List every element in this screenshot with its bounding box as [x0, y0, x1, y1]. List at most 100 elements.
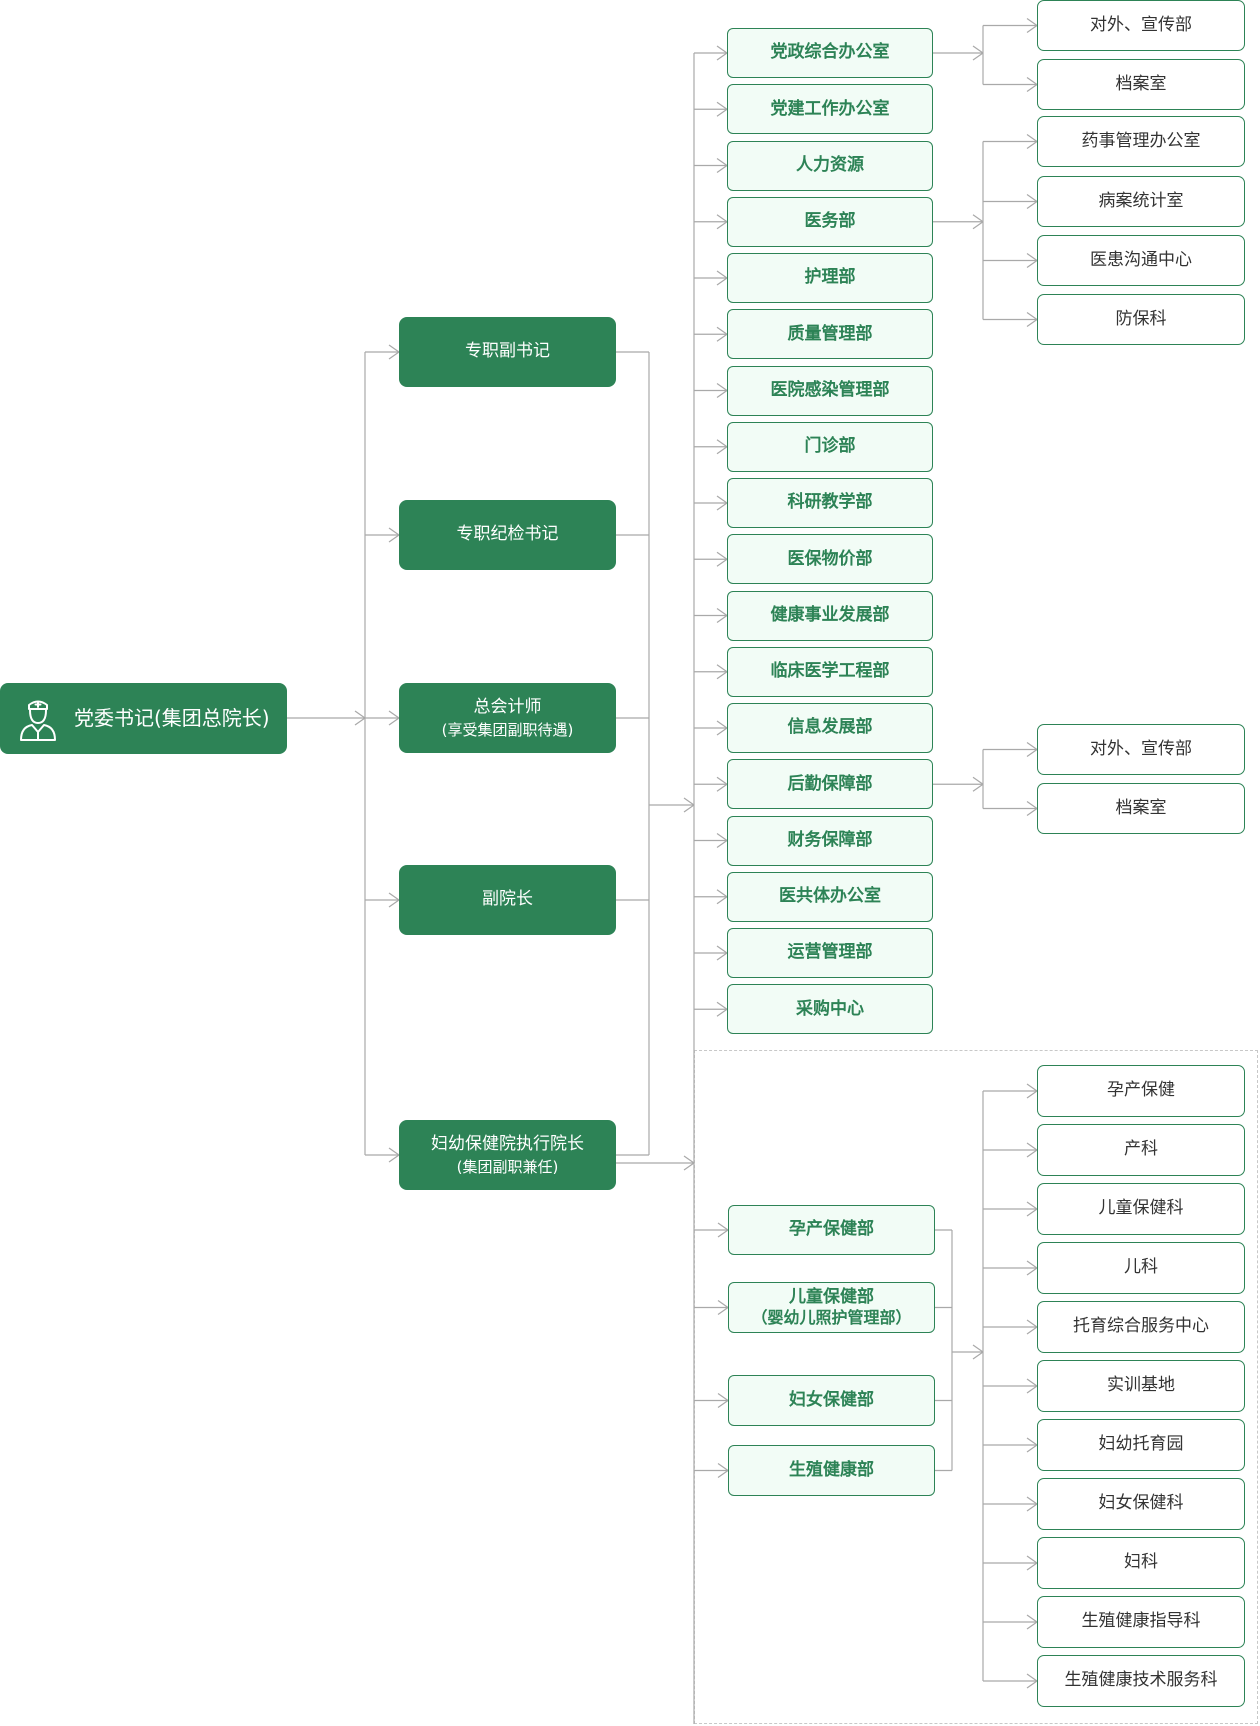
mch-unit-2-label: 产科 [1124, 1139, 1158, 1160]
mch-dept-node-3-label: 妇女保健部 [789, 1389, 874, 1410]
deputy-arrowhead [388, 1154, 400, 1163]
dept-node-16: 医共体办公室 [727, 871, 933, 922]
dept-node-9: 科研教学部 [727, 478, 933, 528]
mch-unit-arrowhead [1026, 1208, 1038, 1217]
mch-dept-arrowhead [717, 1229, 729, 1238]
mch-unit-arrowhead [1026, 1614, 1038, 1623]
dept-arrowhead [716, 833, 728, 841]
dept-node-5: 护理部 [727, 253, 933, 303]
mch-unit-3-label: 儿童保健科 [1098, 1198, 1184, 1219]
mch-dept-arrowhead [717, 1463, 729, 1471]
dept-arrowhead [716, 664, 728, 673]
dept-node-4: 医务部 [727, 196, 933, 247]
mch-unit-arrowhead [1026, 1673, 1038, 1682]
subunit-arrowhead [1026, 253, 1038, 261]
mch-unit-arrowhead [1026, 1503, 1038, 1512]
mch-unit-arrowhead [1026, 1149, 1038, 1158]
dept-node-8-label: 门诊部 [804, 436, 856, 457]
deputy-node-2: 专职纪检书记 [399, 500, 616, 570]
dept-feed-arrowhead [683, 797, 695, 806]
dept-arrowhead [716, 158, 728, 166]
mch-unit-11-label: 生殖健康技术服务科 [1064, 1670, 1218, 1691]
mch-unit-arrowhead [1026, 1562, 1038, 1571]
dept-node-1-label: 党政综合办公室 [770, 42, 890, 63]
dept-node-16-label: 医共体办公室 [779, 886, 881, 907]
subunit-feed-arrowhead [972, 45, 984, 54]
mch-unit-feed-arrowhead [972, 1344, 984, 1353]
mch-unit-arrowhead [1026, 1201, 1038, 1210]
deputy-arrowhead [388, 344, 400, 353]
deputy-arrowhead [388, 892, 400, 901]
mch-dept-arrowhead [717, 1307, 729, 1315]
subunit-arrowhead [1026, 319, 1038, 327]
dept-arrowhead [716, 889, 728, 898]
mch-unit-1-label: 孕产保健 [1107, 1080, 1175, 1101]
subunit-medical-1-label: 药事管理办公室 [1081, 130, 1201, 151]
dept-node-18: 采购中心 [727, 984, 933, 1035]
subunit-logistics-1-label: 对外、宣传部 [1090, 738, 1192, 759]
doctor-icon [18, 696, 58, 742]
subunit-arrowhead [1026, 749, 1038, 757]
subunit-logistics-1: 对外、宣传部 [1037, 724, 1245, 775]
mch-dept-arrowhead [717, 1300, 729, 1308]
mch-unit-8-label: 妇女保健科 [1098, 1493, 1184, 1514]
root-arrowhead [354, 710, 366, 719]
subunit-feed-arrowhead [972, 221, 984, 230]
root-arrowhead [354, 717, 366, 726]
mch-unit-arrowhead [1026, 1260, 1038, 1269]
root-node: 党委书记(集团总院长) [0, 683, 287, 754]
mch-unit-6-label: 实训基地 [1107, 1375, 1175, 1396]
dept-node-11: 健康事业发展部 [727, 590, 933, 641]
deputy-arrowhead [388, 534, 400, 543]
dept-arrowhead [716, 390, 728, 398]
dept-arrowhead [716, 52, 728, 61]
mch-unit-3: 儿童保健科 [1037, 1183, 1245, 1235]
mch-unit-9: 妇科 [1037, 1537, 1245, 1589]
dept-node-13-label: 信息发展部 [787, 717, 873, 738]
dept-node-18-label: 采购中心 [796, 998, 864, 1019]
dept-arrowhead [716, 326, 728, 335]
dept-arrowhead [716, 277, 728, 286]
deputy-arrowhead [388, 527, 400, 536]
deputy-arrowhead [388, 710, 400, 719]
dept-node-4-label: 医务部 [804, 211, 856, 232]
dept-arrowhead [716, 502, 728, 511]
dept-arrowhead [716, 45, 728, 54]
mch-unit-arrowhead [1026, 1319, 1038, 1328]
dept-arrowhead [716, 439, 728, 448]
dept-feed-arrowhead [683, 804, 695, 813]
dept-arrowhead [716, 214, 728, 223]
mch-dept-arrowhead [717, 1393, 729, 1401]
mch-unit-10: 生殖健康指导科 [1037, 1596, 1245, 1648]
mch-unit-arrowhead [1026, 1621, 1038, 1630]
deputy-arrowhead [388, 899, 400, 908]
mch-unit-arrowhead [1026, 1267, 1038, 1276]
dept-node-14: 后勤保障部 [727, 759, 933, 810]
subunit-arrowhead [1026, 742, 1038, 750]
subunit-logistics-2: 档案室 [1037, 783, 1245, 834]
deputy-node-3-label: 总会计师 [473, 696, 542, 717]
subunit-medical-4: 防保科 [1037, 294, 1245, 345]
mch-unit-9-label: 妇科 [1124, 1552, 1158, 1573]
dept-node-3: 人力资源 [727, 140, 933, 191]
mch-dept-node-3: 妇女保健部 [728, 1375, 935, 1426]
mch-dept-node-4: 生殖健康部 [728, 1445, 935, 1496]
dept-arrowhead [716, 615, 728, 623]
dept-arrowhead [716, 221, 728, 230]
dept-arrowhead [716, 671, 728, 680]
mch-unit-6: 实训基地 [1037, 1360, 1245, 1412]
subunit-logistics-2-label: 档案室 [1115, 797, 1167, 818]
subunit-arrowhead [1026, 84, 1038, 92]
subunit-medical-3: 医患沟通中心 [1037, 235, 1245, 286]
subunit-feed-arrowhead [972, 52, 984, 61]
subunit-arrowhead [1026, 18, 1038, 26]
mch-unit-arrowhead [1026, 1496, 1038, 1505]
dept-node-12-label: 临床医学工程部 [770, 661, 890, 682]
mch-unit-10-label: 生殖健康指导科 [1081, 1611, 1201, 1632]
subunit-office-2: 档案室 [1037, 59, 1245, 110]
mch-unit-arrowhead [1026, 1378, 1038, 1387]
mch-unit-8: 妇女保健科 [1037, 1478, 1245, 1530]
subunit-office-1-label: 对外、宣传部 [1090, 14, 1192, 35]
dept-node-6-label: 质量管理部 [787, 323, 873, 344]
